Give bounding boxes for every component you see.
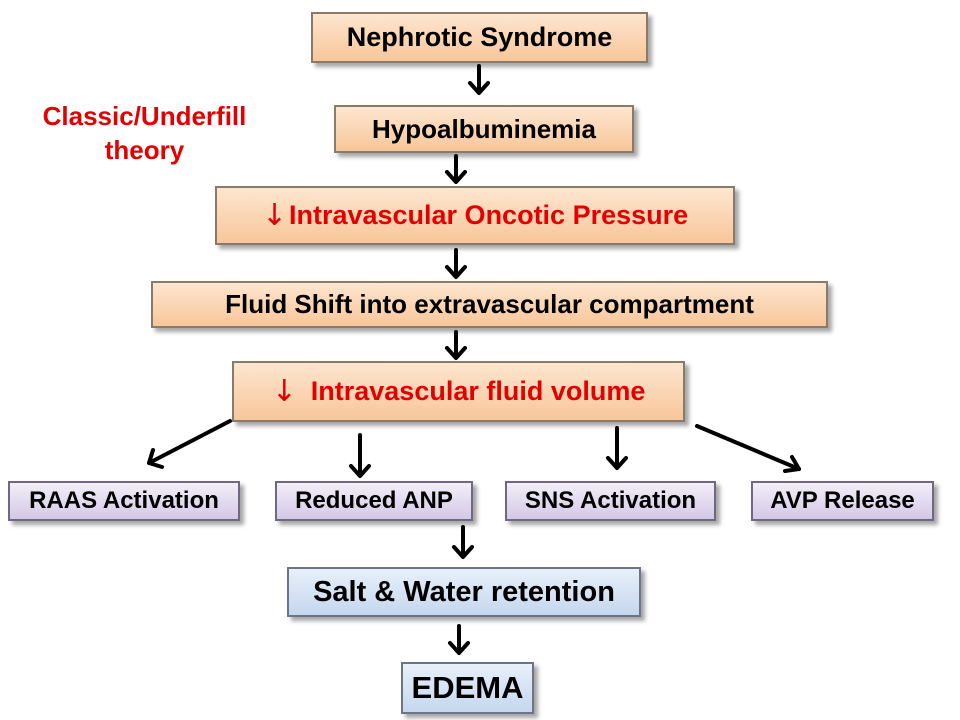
sns-activation-box: SNS Activation: [505, 481, 716, 521]
oncotic-pressure-box: ↓ Intravascular Oncotic Pressure: [215, 186, 735, 245]
edema-box: EDEMA: [401, 662, 534, 714]
reduced-anp-label: Reduced ANP: [295, 487, 453, 514]
down-arrow-icon: ↓: [271, 374, 297, 409]
nephrotic-syndrome-label: Nephrotic Syndrome: [346, 22, 613, 52]
arrow-volume-to-sns: [606, 426, 628, 470]
hypoalbuminemia-box: Hypoalbuminemia: [334, 105, 634, 153]
arrow-salt-water-to-edema: [448, 624, 470, 655]
arrow-volume-to-anp: [349, 433, 371, 478]
salt-water-retention-box: Salt & Water retention: [287, 567, 641, 617]
raas-activation-label: RAAS Activation: [29, 487, 219, 514]
theory-label-line2: theory: [104, 134, 185, 165]
salt-water-retention-label: Salt & Water retention: [313, 575, 615, 608]
reduced-anp-box: Reduced ANP: [275, 481, 473, 521]
hypoalbuminemia-label: Hypoalbuminemia: [372, 113, 596, 144]
arrow-volume-to-raas: [147, 419, 232, 469]
arrow-hypoalbuminemia-to-oncotic: [445, 154, 467, 184]
down-arrow-icon: ↓: [261, 198, 287, 233]
arrow-fluid-shift-to-volume: [445, 330, 467, 360]
theory-label-line1: Classic/Underfill: [42, 101, 247, 131]
fluid-shift-box: Fluid Shift into extravascular compartme…: [151, 281, 828, 328]
arrow-volume-to-avp: [695, 424, 801, 473]
edema-label: EDEMA: [411, 670, 524, 705]
intravascular-volume-label: Intravascular fluid volume: [310, 376, 646, 406]
fluid-shift-label: Fluid Shift into extravascular compartme…: [225, 289, 754, 319]
sns-activation-label: SNS Activation: [524, 487, 697, 514]
arrow-anp-to-salt-water: [452, 525, 474, 559]
nephrotic-syndrome-box: Nephrotic Syndrome: [311, 12, 648, 63]
intravascular-volume-box: ↓ Intravascular fluid volume: [232, 361, 685, 422]
avp-release-label: AVP Release: [770, 487, 915, 514]
oncotic-pressure-label: Intravascular Oncotic Pressure: [288, 200, 689, 230]
arrow-nephrotic-to-hypoalbuminemia: [468, 64, 490, 95]
raas-activation-box: RAAS Activation: [8, 481, 240, 521]
avp-release-box: AVP Release: [751, 481, 934, 521]
arrow-oncotic-to-fluid-shift: [445, 248, 467, 279]
theory-label: Classic/Underfill theory: [12, 100, 277, 168]
